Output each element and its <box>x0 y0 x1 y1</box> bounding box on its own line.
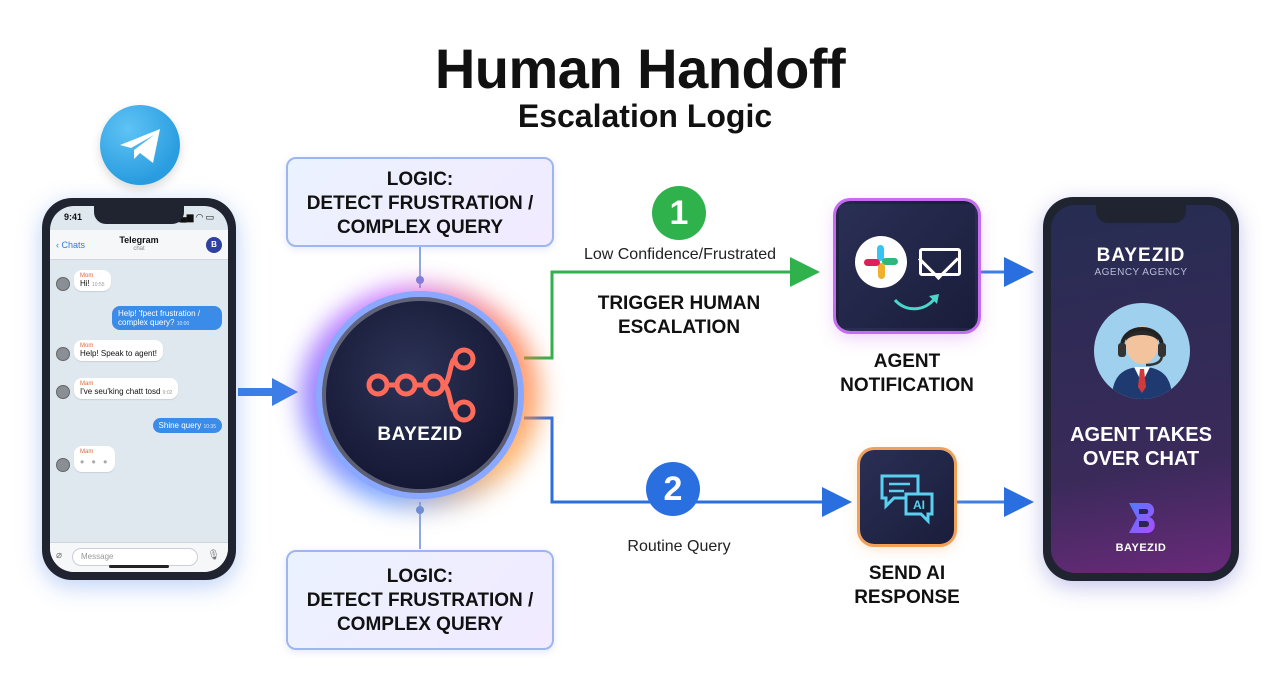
condition-label-1: Low Confidence/Frustrated <box>583 246 777 263</box>
step-badge-2: 2 <box>646 462 700 516</box>
svg-text:AI: AI <box>913 498 925 512</box>
logo-text: BAYEZID <box>1115 542 1167 554</box>
sender-avatar <box>56 458 70 472</box>
chat-ai-icon: AI <box>880 474 934 525</box>
ai-response-card: AI <box>860 450 954 544</box>
bayezid-hub <box>316 291 524 499</box>
message-item: Mam• • • <box>56 446 116 472</box>
brand-name: BAYEZID <box>1096 245 1186 266</box>
telegram-phone: 9:41 ▂▄▆ ◠ ▭ ‹ Chats Telegram chat B Mom… <box>42 198 236 580</box>
agent-headset-icon <box>1094 303 1190 399</box>
bayezid-logo <box>1129 503 1155 533</box>
message-bar: ⌀ Message 🎙 <box>50 542 228 572</box>
card-label-2: SEND AI RESPONSE <box>854 563 960 608</box>
logic-box-bottom: LOGIC: DETECT FRUSTRATION / COMPLEX QUER… <box>286 550 554 650</box>
chat-title: Telegram <box>119 235 159 245</box>
hub-label: BAYEZID <box>377 424 463 445</box>
step-badge-1: 1 <box>652 186 706 240</box>
message-input[interactable]: Message <box>72 548 198 566</box>
sender-avatar <box>56 385 70 399</box>
agent-screen: BAYEZID AGENCY AGENCY AGENT TAKES OVER C… <box>1051 205 1231 573</box>
action-label-1: TRIGGER HUMAN ESCALATION <box>597 293 761 338</box>
card-label-1: AGENT NOTIFICATION <box>840 351 974 396</box>
attach-icon[interactable]: ⌀ <box>56 550 63 561</box>
agent-phone: BAYEZID AGENCY AGENCY AGENT TAKES OVER C… <box>1043 197 1239 581</box>
mic-icon[interactable]: 🎙 <box>207 550 220 561</box>
back-button[interactable]: ‹ Chats <box>56 240 86 250</box>
telegram-icon <box>100 105 180 185</box>
agent-takes-over-text: AGENT TAKES OVER CHAT <box>1070 424 1212 470</box>
status-icons: ▂▄▆ ◠ ▭ <box>173 212 214 222</box>
brand-subtitle: AGENCY AGENCY <box>1094 267 1188 278</box>
workflow-icon <box>366 347 476 423</box>
diagram-subtitle: Escalation Logic <box>517 98 773 134</box>
message-item: Shine query 10:35 <box>152 418 222 433</box>
sender-avatar <box>56 277 70 291</box>
mail-icon <box>919 248 961 276</box>
sender-avatar <box>56 347 70 361</box>
forward-arrow-icon <box>893 294 939 311</box>
condition-label-2: Routine Query <box>627 538 731 555</box>
chat-subtitle: chat <box>133 246 145 252</box>
status-time: 9:41 <box>64 212 83 222</box>
agent-notification-card <box>836 201 978 331</box>
message-item: Help! 'fpect frustration / complex query… <box>112 306 222 330</box>
avatar[interactable]: B <box>206 237 222 253</box>
slack-icon <box>855 236 907 288</box>
logic-box-top: LOGIC: DETECT FRUSTRATION / COMPLEX QUER… <box>286 157 554 247</box>
chat-header: ‹ Chats Telegram chat B <box>50 230 228 260</box>
diagram-title: Human Handoff <box>434 37 846 100</box>
telegram-screen: 9:41 ▂▄▆ ◠ ▭ ‹ Chats Telegram chat B Mom… <box>50 206 228 572</box>
